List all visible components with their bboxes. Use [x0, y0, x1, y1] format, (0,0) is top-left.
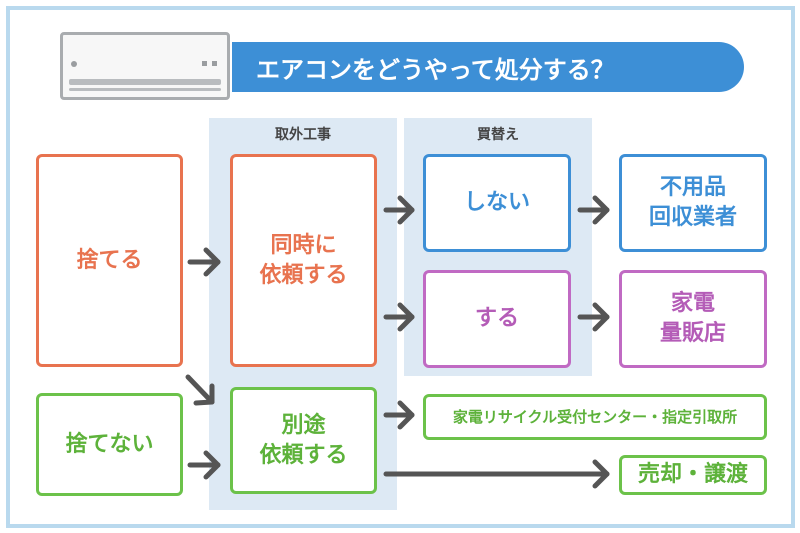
request-together-box: 同時に 依頼する [230, 154, 377, 367]
page-title: エアコンをどうやって処分する？ [232, 42, 744, 92]
installation-column-label: 取外工事 [275, 127, 331, 143]
no-replace-box: しない [423, 154, 571, 252]
arrow-dispose-to-separate [185, 374, 215, 406]
sell-transfer-box: 売却・譲渡 [619, 455, 767, 495]
arrow-separate-to-recycle [383, 400, 415, 430]
request-separately-box: 別途 依頼する [230, 387, 377, 494]
replace-box: する [423, 270, 571, 368]
electronics-store-box: 家電 量販店 [619, 270, 767, 368]
dispose-box: 捨てる [36, 154, 183, 367]
recycle-center-box: 家電リサイクル受付センター・指定引取所 [423, 394, 767, 440]
air-conditioner-icon [60, 32, 230, 100]
not-dispose-box: 捨てない [36, 393, 183, 496]
replacement-column-label: 買替え [477, 127, 519, 143]
arrow-together-to-replace [383, 302, 415, 332]
arrow-separate-to-sell [383, 459, 610, 489]
arrow-together-to-no-replace [383, 195, 415, 225]
arrow-no-replace-to-junk [577, 195, 610, 225]
arrow-dispose-to-together [187, 247, 221, 277]
arrow-replace-to-store [577, 302, 610, 332]
arrow-not-dispose-to-separate [187, 450, 221, 480]
junk-collector-box: 不用品 回収業者 [619, 154, 767, 252]
